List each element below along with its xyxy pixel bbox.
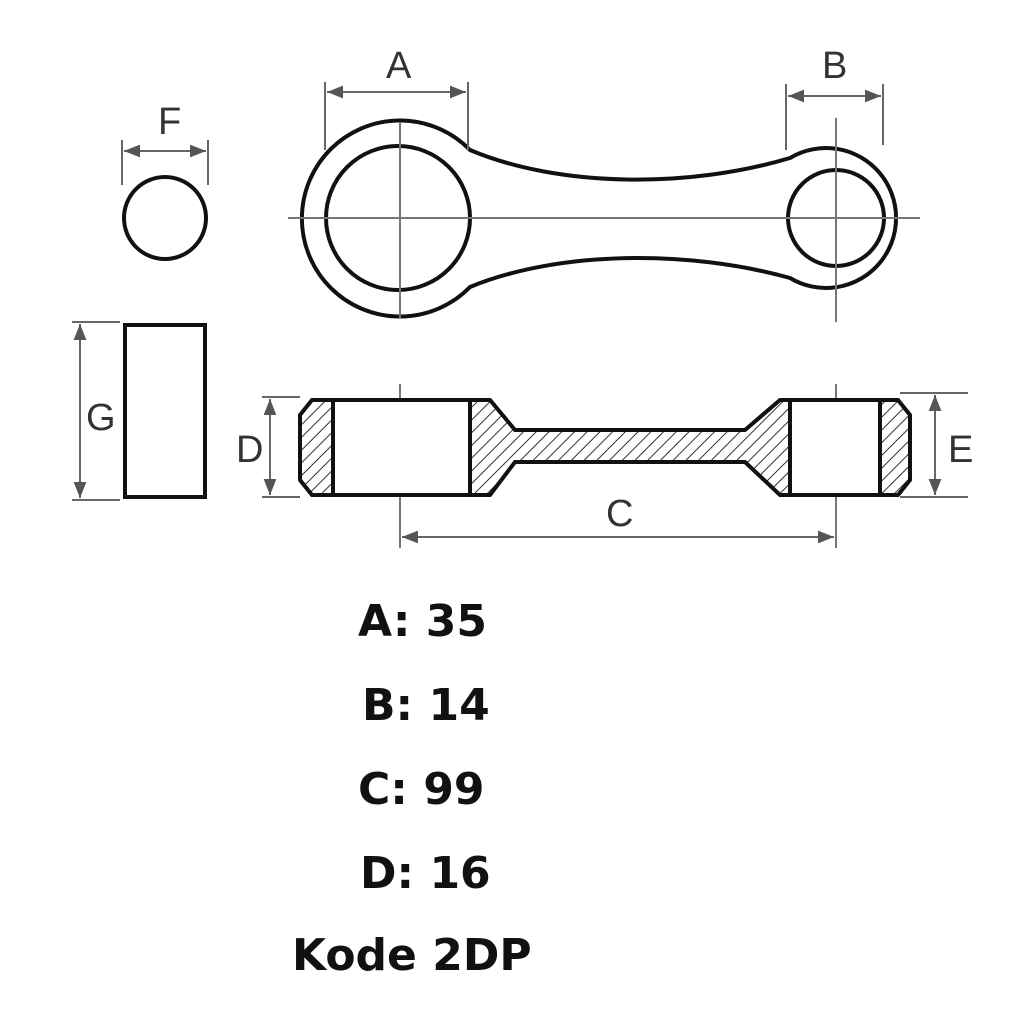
pin-top-view (122, 175, 208, 261)
spec-c: C: 99 (358, 764, 485, 815)
dimension-e (900, 392, 968, 498)
label-g: G (86, 397, 116, 439)
spec-b: B: 14 (362, 680, 490, 731)
dimension-g (72, 321, 120, 501)
label-a: A (386, 45, 412, 87)
part-code: Kode 2DP (292, 930, 532, 981)
dimension-d (262, 396, 300, 498)
rod-side-view (298, 398, 912, 497)
label-d: D (236, 429, 263, 471)
dimension-a (324, 82, 469, 150)
spec-d: D: 16 (360, 848, 491, 899)
label-b: B (822, 45, 847, 87)
dimension-b (785, 84, 884, 150)
dimension-f (121, 140, 209, 185)
spec-a: A: 35 (358, 596, 488, 647)
label-c: C (606, 493, 633, 535)
label-e: E (948, 429, 973, 471)
pin-side-view (123, 323, 207, 499)
label-f: F (158, 101, 181, 143)
